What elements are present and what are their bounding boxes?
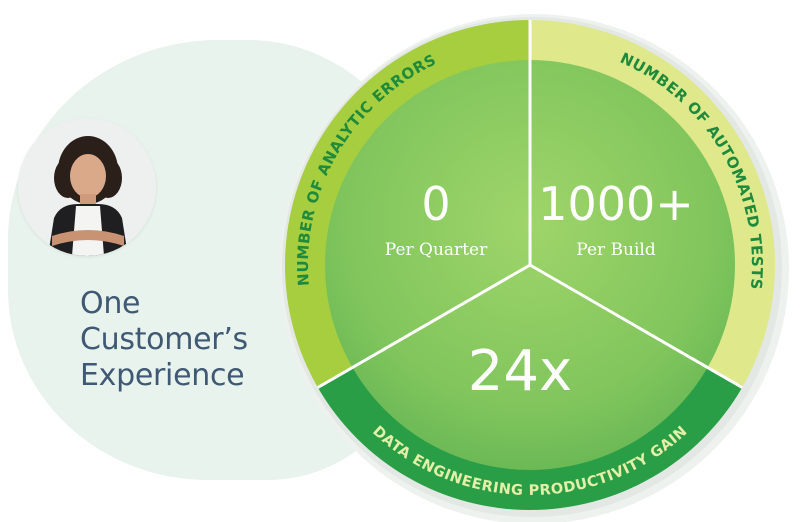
headline-line-3: Experience bbox=[80, 358, 245, 393]
metric-sub-label-1: Per Quarter bbox=[385, 240, 488, 260]
divider-line-3 bbox=[529, 263, 743, 389]
person-portrait-icon bbox=[18, 118, 156, 256]
metric-value-3: 24x bbox=[468, 339, 572, 404]
divider-line-1 bbox=[317, 263, 531, 389]
customer-avatar bbox=[18, 118, 156, 256]
metric-value-2: 1000+ bbox=[538, 177, 694, 231]
headline: One Customer’s Experience bbox=[80, 286, 248, 394]
headline-line-2: Customer’s bbox=[80, 322, 248, 357]
metric-sub-label-2: Per Build bbox=[576, 240, 656, 260]
metric-value-1: 0 bbox=[421, 177, 450, 231]
headline-line-1: One bbox=[80, 286, 141, 321]
